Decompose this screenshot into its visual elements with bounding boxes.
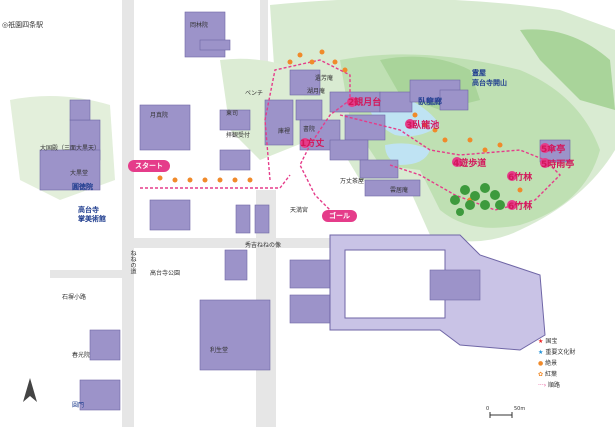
start-pill[interactable]: スタート — [128, 160, 170, 172]
label-nene: 秀吉ねねの像 — [245, 242, 282, 249]
label-park: 高台寺公園 — [150, 270, 181, 277]
label-gate: 圓門 — [72, 402, 85, 409]
station-label: ◎祇園四条駅 — [2, 21, 44, 29]
scale-zero: 0 — [486, 406, 490, 412]
museum-label-2: 掌美術館 — [78, 215, 106, 223]
buildings — [39, 11, 571, 411]
stop-2[interactable]: 2観月台 — [348, 98, 382, 108]
goal-label: ゴール — [329, 212, 350, 220]
legend: ★ 国宝 ★ 重要文化財 ● 絶景 ✿ 紅葉 ···› 順路 — [538, 336, 610, 391]
legend-scenery: ● 絶景 — [538, 360, 558, 367]
stop-5a[interactable]: 5傘亭 — [541, 145, 566, 155]
label-mibojin: 万丈茶屋 — [340, 178, 365, 185]
bamboo-grove — [450, 183, 505, 216]
label-kokyo: 湖月庵 — [307, 88, 326, 95]
label-toushi: 東司 — [226, 110, 239, 117]
legend-important-property: ★ 重要文化財 — [538, 349, 576, 356]
stop-6a[interactable]: 6竹林 — [508, 173, 533, 183]
goal-pill[interactable]: ゴール — [322, 210, 357, 222]
label-ugetsu: 雲居庵 — [390, 187, 409, 194]
kaizando-label: 霊屋 — [472, 69, 486, 77]
legend-autumn: ✿ 紅葉 — [538, 371, 557, 378]
otamaya-label: 高台寺開山 — [472, 79, 507, 87]
autumn-leaf-markers — [157, 49, 523, 203]
scale-bar — [489, 412, 513, 418]
stop-3[interactable]: 3臥龍池 — [406, 121, 440, 131]
stop-4[interactable]: 4遊歩道 — [453, 159, 487, 169]
legend-route: ···› 順路 — [538, 382, 561, 389]
label-daidokoro: 書院 — [303, 126, 316, 133]
stop-6b[interactable]: 6竹林 — [508, 202, 533, 212]
scale-fifty: 50m — [514, 406, 526, 412]
label-reception: 拝観受付 — [226, 132, 251, 139]
label-ishibe: 石塀小路 — [62, 294, 87, 301]
poi-markers — [300, 97, 550, 210]
label-kuri: 庫裡 — [278, 128, 291, 135]
stop-5b[interactable]: 5時雨亭 — [541, 160, 575, 170]
legend-national-treasure: ★ 国宝 — [538, 338, 558, 345]
label-eirinji: 岡林院 — [190, 22, 209, 29]
museum-label: 高台寺 — [78, 206, 99, 214]
entokuin-label: 圓徳院 — [72, 183, 93, 191]
label-shunko: 春光院 — [72, 352, 91, 359]
label-daikokudo: 大黒堂 — [70, 170, 89, 177]
label-tsukimi: 月真院 — [150, 112, 169, 119]
kodaiji-complex — [329, 234, 546, 351]
stop-1[interactable]: 1方丈 — [300, 139, 325, 149]
label-bench: ベンチ — [245, 90, 264, 97]
label-entsuan: 遺芳庵 — [315, 75, 334, 82]
label-kokuzo: 利生堂 — [210, 347, 229, 354]
label-daikokuden: 大国殿（三面大黒天） — [40, 145, 101, 152]
label-tennin: 天満宮 — [290, 207, 309, 214]
north-compass-icon — [23, 378, 37, 402]
start-label: スタート — [135, 162, 163, 170]
garyoro-label: 臥龍廊 — [418, 97, 442, 106]
label-nenemichi: ねねの道 — [129, 250, 136, 274]
